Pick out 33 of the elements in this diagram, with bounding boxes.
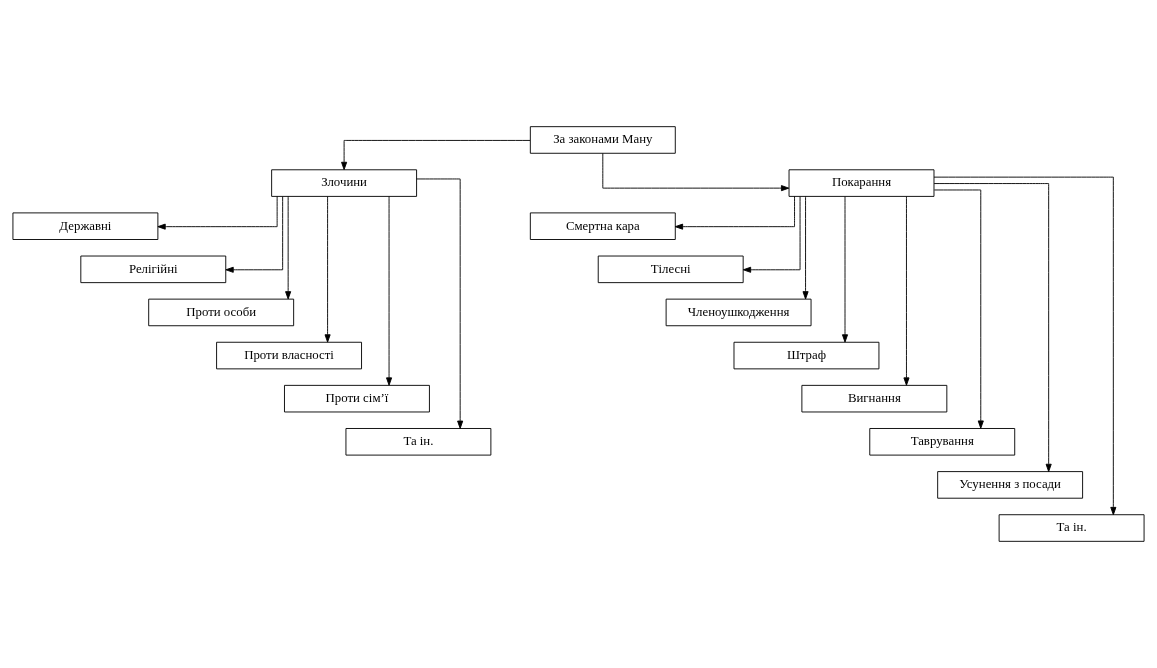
arrow: [742, 196, 801, 273]
node-box: Усунення з посади: [937, 471, 1084, 499]
arrow: [674, 195, 795, 230]
node-box: Таврування: [869, 428, 1016, 456]
node-box: Вигнання: [801, 384, 948, 413]
arrow: [903, 196, 910, 386]
arrow: [157, 195, 278, 230]
node-box: Релігійні: [80, 255, 227, 284]
arrow: [386, 196, 393, 386]
node-box: Проти особи: [148, 298, 295, 327]
node-box: За законами Ману: [529, 126, 676, 154]
arrow: [602, 152, 790, 192]
arrow: [341, 139, 531, 171]
node-box: Державні: [12, 212, 159, 240]
arrow: [933, 176, 1117, 516]
node-box: Покарання: [788, 169, 935, 197]
node-box: Смертна кара: [529, 212, 676, 240]
node-box: Злочини: [271, 169, 418, 197]
arrow: [933, 183, 1052, 473]
arrow: [416, 178, 464, 429]
arrow: [324, 196, 331, 343]
arrow: [933, 189, 984, 429]
arrow: [285, 196, 292, 300]
node-box: Тілесні: [597, 255, 744, 284]
node-box: Проти власності: [216, 341, 362, 370]
arrow: [802, 196, 809, 300]
arrow: [225, 196, 284, 273]
node-box: Проти сім’ї: [284, 384, 430, 413]
node-box: Штраф: [733, 341, 880, 370]
node-box: Та ін.: [345, 428, 492, 456]
arrow: [841, 196, 849, 343]
node-box: Членоушкодження: [665, 298, 812, 327]
node-box: Та ін.: [998, 514, 1145, 542]
